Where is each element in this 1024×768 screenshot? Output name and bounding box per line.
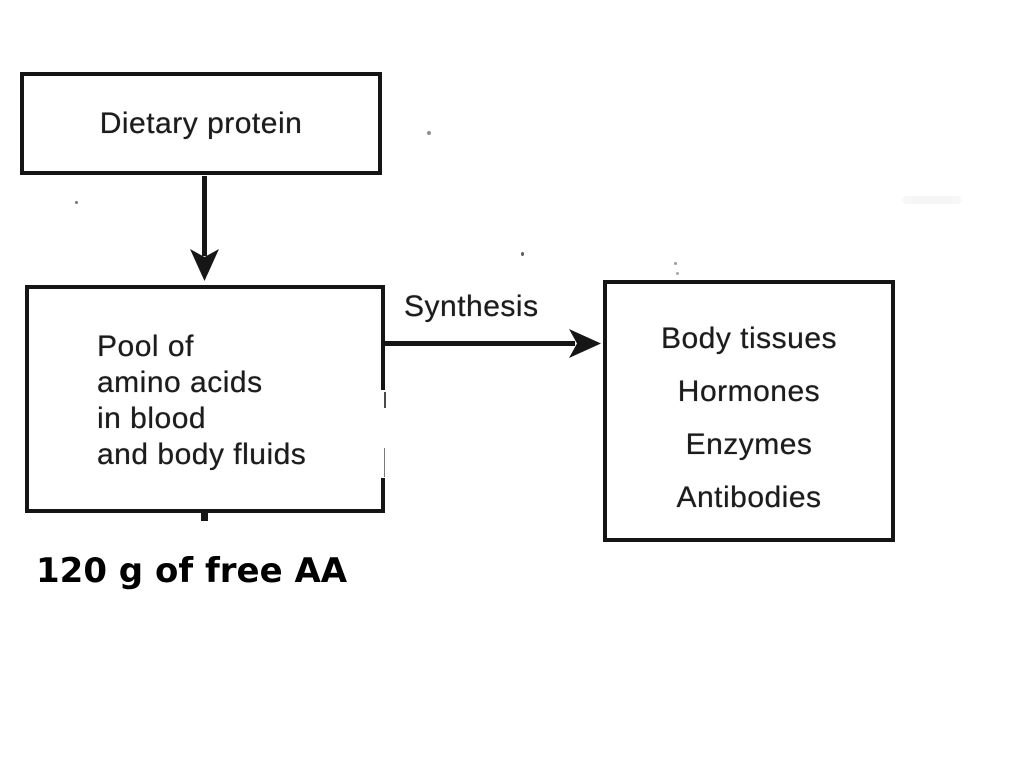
amino-acid-pool-box: Pool of amino acids in blood and body fl… <box>25 285 385 513</box>
scan-speck <box>676 272 679 275</box>
scan-artifact-border-remnant <box>384 392 386 408</box>
synthesis-arrow <box>385 329 601 358</box>
output-line-body-tissues: Body tissues <box>660 322 838 355</box>
pool-line-4: and body fluids <box>97 438 307 471</box>
dietary-protein-label: Dietary protein <box>99 106 303 140</box>
scan-artifact-border-gap <box>379 390 401 478</box>
scan-artifact-arrow-stub <box>201 512 208 521</box>
pool-line-3: in blood <box>97 402 207 435</box>
scan-speck <box>75 201 78 204</box>
output-line-enzymes: Enzymes <box>685 428 813 461</box>
scan-artifact-border-remnant <box>384 448 385 477</box>
body-products-box: Body tissues Hormones Enzymes Antibodies <box>603 280 895 542</box>
dietary-protein-box: Dietary protein <box>20 72 382 175</box>
pool-line-1: Pool of <box>97 330 194 363</box>
synthesis-label: Synthesis <box>404 290 539 323</box>
output-line-antibodies: Antibodies <box>676 481 822 514</box>
scan-smudge <box>903 196 961 204</box>
scan-speck <box>674 262 677 265</box>
pool-line-2: amino acids <box>97 366 263 399</box>
output-line-hormones: Hormones <box>677 375 821 408</box>
down-arrow <box>190 176 219 281</box>
scan-speck <box>521 252 524 256</box>
scan-speck <box>427 131 431 135</box>
free-aa-annotation: 120 g of free AA <box>36 551 348 591</box>
